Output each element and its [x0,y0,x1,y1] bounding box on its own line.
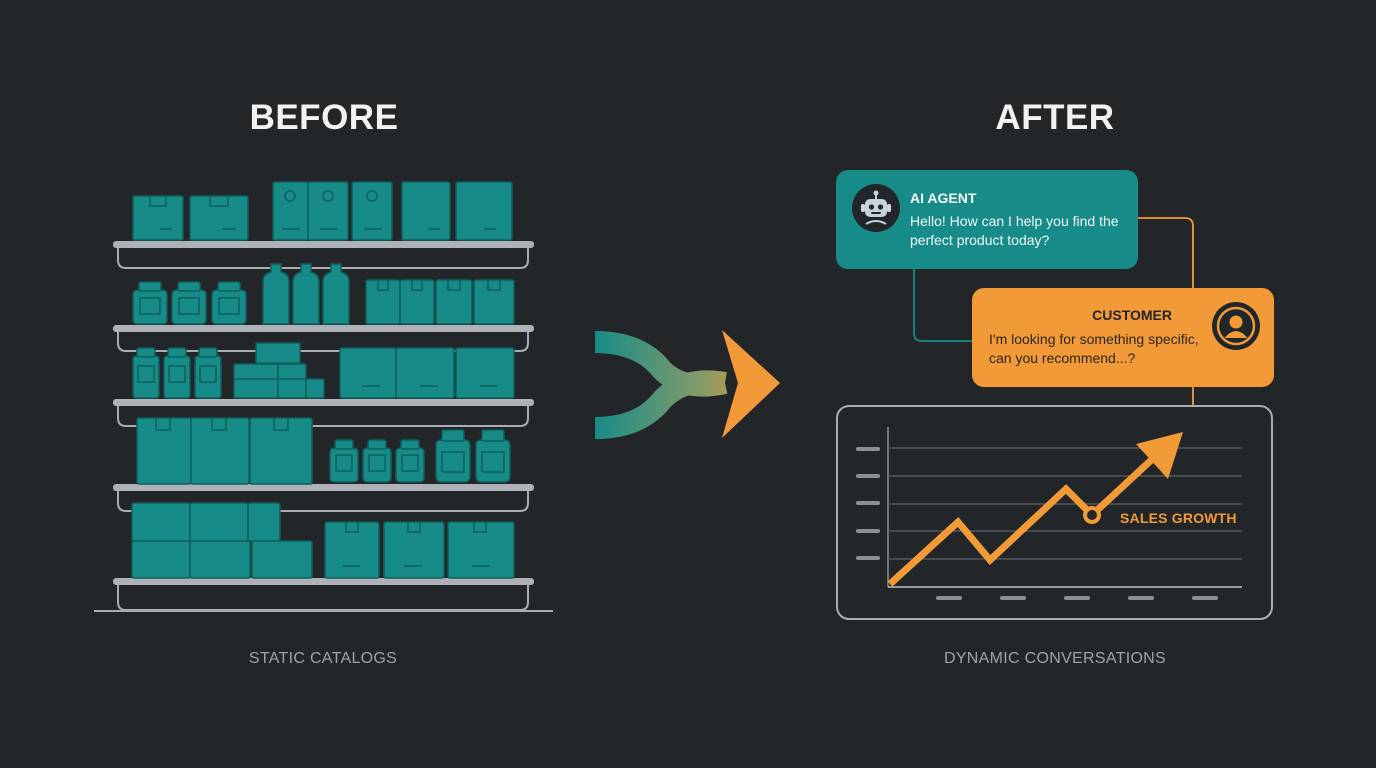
customer-message: I'm looking for something specific, can … [989,331,1199,366]
before-heading: BEFORE [249,98,399,137]
sales-growth-label: SALES GROWTH [1120,510,1237,526]
customer-label: CUSTOMER [1092,307,1172,323]
user-icon [1212,302,1260,350]
ai-agent-message: Hello! How can I help you find the perfe… [910,213,1119,248]
transition-arrow [594,330,780,439]
before-caption: STATIC CATALOGS [248,650,398,667]
sales-chart [836,405,1273,620]
ai-agent-bubble: AI AGENT Hello! How can I help you find … [836,170,1138,269]
robot-icon [852,184,900,232]
ai-agent-label: AI AGENT [910,190,977,206]
customer-bubble: CUSTOMER I'm looking for something speci… [972,288,1274,387]
shelf-illustration [94,181,553,612]
after-caption: DYNAMIC CONVERSATIONS [943,650,1167,667]
after-heading: AFTER [995,98,1115,137]
conversation-connectors [913,217,1194,406]
